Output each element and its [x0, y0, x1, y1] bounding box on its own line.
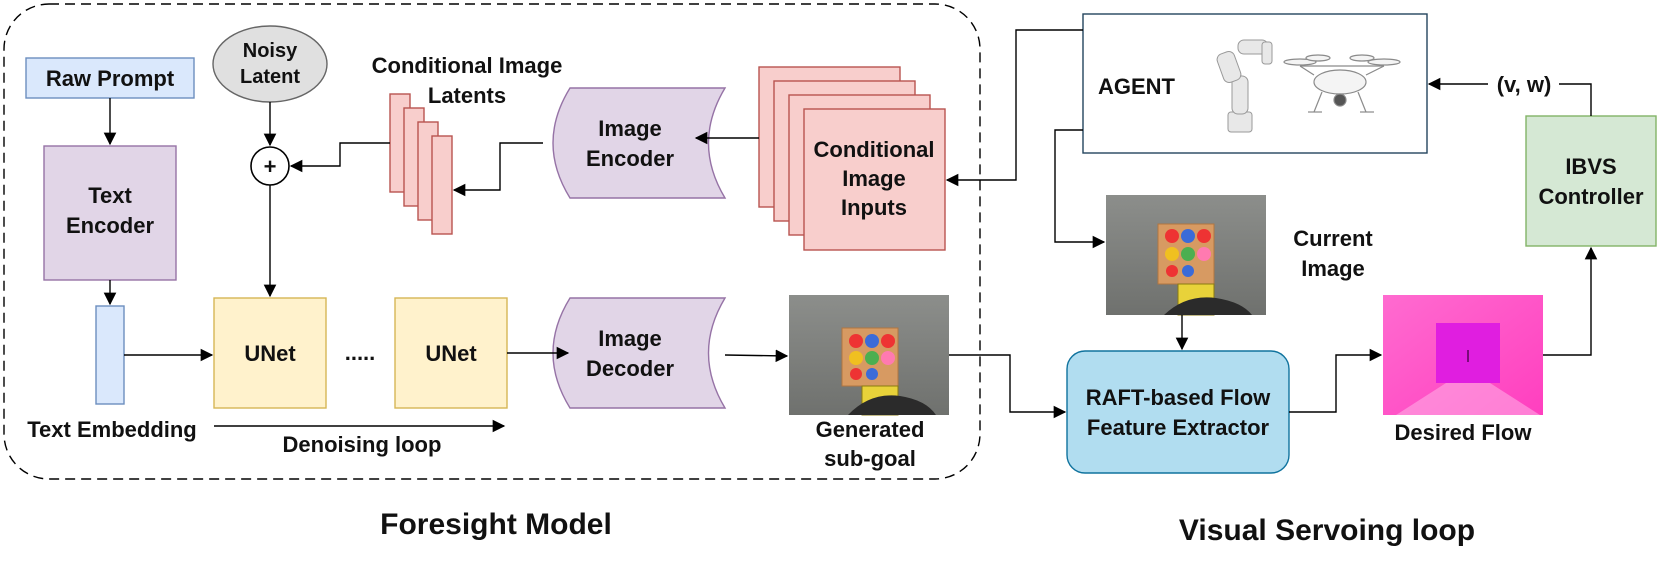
cond-inputs-label-3: Inputs	[841, 195, 907, 220]
velocity-label: (v, w)	[1497, 72, 1552, 97]
noisy-latent-label-1: Noisy	[243, 40, 298, 62]
desired-flow-image	[1383, 295, 1543, 415]
arrow-flow-ibvs	[1543, 246, 1598, 356]
unet-box-2: UNet	[394, 297, 508, 409]
cond-inputs-stack: Conditional Image Inputs	[758, 66, 946, 251]
text-embedding-bar	[95, 305, 125, 405]
cond-inputs-label-2: Image	[842, 166, 906, 191]
raw-prompt-label: Raw Prompt	[46, 66, 175, 91]
text-embedding-label: Text Embedding	[27, 417, 197, 442]
arrow-decoder-generated	[724, 349, 789, 363]
drone-icon	[1283, 54, 1401, 113]
plus-symbol: +	[264, 154, 277, 179]
ibvs-label-2: Controller	[1538, 184, 1644, 209]
text-encoder-box: Text Encoder	[43, 145, 177, 281]
cond-latents-label-1: Conditional Image	[372, 53, 563, 78]
raft-extractor-box: RAFT-based Flow Feature Extractor	[1066, 350, 1290, 474]
cond-latent-stack	[389, 93, 453, 235]
unet-label-2: UNet	[425, 341, 477, 366]
arrow-generated-raft	[949, 354, 1067, 419]
robot-arm-icon	[1216, 39, 1273, 133]
text-encoder-label-2: Encoder	[66, 213, 154, 238]
image-encoder-label-2: Encoder	[586, 146, 674, 171]
cond-latents-label-2: Latents	[428, 83, 506, 108]
raft-label-1: RAFT-based Flow	[1086, 385, 1271, 410]
text-encoder-label-1: Text	[88, 183, 132, 208]
image-decoder-shape: Image Decoder	[552, 297, 727, 409]
arrow-agent-inputs	[945, 29, 1083, 187]
foresight-container	[3, 3, 981, 480]
current-image-label-1: Current	[1293, 226, 1373, 251]
generated-label-2: sub-goal	[824, 446, 916, 471]
agent-label: AGENT	[1098, 74, 1176, 99]
agent-box: AGENT	[1082, 13, 1428, 154]
generated-subgoal-image	[789, 295, 949, 416]
ibvs-label-1: IBVS	[1565, 154, 1616, 179]
desired-flow-label: Desired Flow	[1395, 420, 1533, 445]
connectors	[103, 29, 1598, 419]
current-image	[1106, 195, 1266, 316]
unet-label-1: UNet	[244, 341, 296, 366]
unet-box-1: UNet	[213, 297, 327, 409]
line-ibvs-vw	[1559, 83, 1592, 116]
denoising-loop-label: Denoising loop	[283, 432, 442, 457]
raft-label-2: Feature Extractor	[1087, 415, 1270, 440]
raw-prompt-box: Raw Prompt	[25, 57, 195, 99]
image-encoder-shape: Image Encoder	[552, 87, 727, 199]
arrow-raft-flow	[1289, 348, 1383, 413]
image-decoder-label-2: Decoder	[586, 356, 674, 381]
arrow-encoder-latents	[452, 142, 543, 197]
plus-node: +	[250, 146, 290, 186]
ibvs-controller-box: IBVS Controller	[1525, 115, 1657, 247]
noisy-latent-ellipse: Noisy Latent	[212, 25, 328, 103]
cond-inputs-label-1: Conditional	[814, 137, 935, 162]
arrow-latents-plus	[289, 142, 390, 173]
servo-title: Visual Servoing loop	[1179, 514, 1475, 547]
foresight-title: Foresight Model	[380, 508, 612, 541]
unet-dots: .....	[345, 340, 376, 365]
image-encoder-label-1: Image	[598, 116, 662, 141]
arrow-agent-current	[1054, 129, 1106, 249]
noisy-latent-label-2: Latent	[240, 66, 300, 88]
image-decoder-label-1: Image	[598, 326, 662, 351]
current-image-label-2: Image	[1301, 256, 1365, 281]
generated-label-1: Generated	[816, 417, 925, 442]
